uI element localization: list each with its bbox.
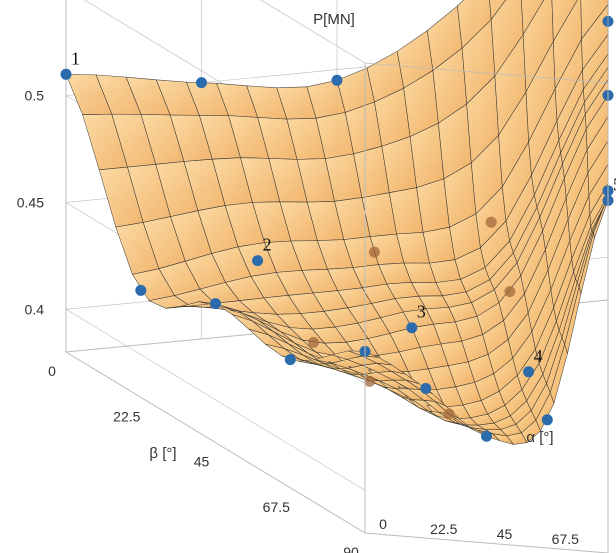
- point-label: 5: [613, 175, 616, 195]
- box-edge: [364, 62, 609, 84]
- box-edge: [65, 351, 366, 534]
- data-point: [406, 322, 418, 334]
- y-axis-title: β [°]: [149, 445, 176, 462]
- box-edge: [260, 0, 366, 64]
- data-point: [420, 383, 432, 394]
- surface-cell: [489, 0, 506, 21]
- data-point: [135, 284, 147, 296]
- y-tick-label: 45: [194, 454, 210, 470]
- surface-cell: [521, 0, 545, 36]
- y-tick-label: 22.5: [113, 408, 140, 424]
- data-point: [504, 286, 516, 298]
- data-point: [331, 74, 343, 86]
- data-point: [364, 375, 376, 387]
- data-point: [252, 255, 264, 267]
- data-point: [196, 77, 207, 89]
- z-tick-label: 0.4: [25, 301, 45, 317]
- data-point: [210, 298, 221, 310]
- y-tick-label: 0: [48, 363, 56, 379]
- point-label: 2: [263, 235, 272, 255]
- box-edge: [364, 532, 609, 553]
- y-tick-label: 90: [343, 544, 359, 553]
- surface-mesh: [65, 0, 609, 445]
- point-label: 1: [71, 48, 80, 68]
- x-tick-label: 45: [497, 526, 513, 542]
- data-point: [443, 408, 455, 420]
- z-gridline: [65, 309, 366, 491]
- x-axis-title: α [°]: [526, 429, 553, 446]
- bounding-box-front: [260, 0, 609, 553]
- z-tick-label: 0.5: [25, 88, 45, 104]
- point-label: 3: [417, 302, 426, 322]
- z-tick-label: 0.45: [17, 195, 44, 211]
- point-label: 4: [534, 346, 543, 366]
- data-point: [523, 366, 535, 378]
- y-tick-label: 67.5: [263, 499, 290, 515]
- data-point: [485, 216, 497, 228]
- data-point: [60, 68, 72, 80]
- data-point: [284, 354, 296, 366]
- surface-cell: [551, 0, 578, 43]
- x-tick-label: 67.5: [552, 531, 579, 547]
- data-point: [541, 414, 553, 426]
- z-axis-title: P[MN]: [313, 11, 355, 28]
- x-tick-label: 22.5: [430, 521, 457, 537]
- x-tick-label: 0: [379, 516, 387, 532]
- data-point: [481, 430, 492, 442]
- data-point: [368, 246, 380, 258]
- data-point: [308, 336, 320, 348]
